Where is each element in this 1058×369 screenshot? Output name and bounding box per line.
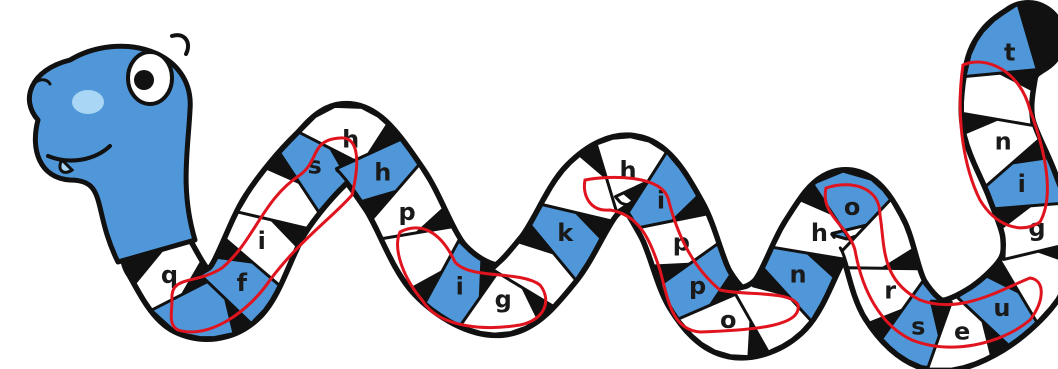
snake-tongue — [58, 157, 75, 174]
segment-letter-12: g — [495, 286, 512, 314]
segment-letter-20: o — [720, 306, 737, 334]
snake-segment-35 — [963, 2, 1042, 79]
segment-letter-9: p — [399, 198, 416, 226]
circle-hippo — [582, 175, 800, 334]
snake-segment-17 — [623, 150, 700, 248]
segment-letter-29: u — [993, 294, 1010, 322]
circle-horse — [823, 183, 1043, 349]
nostril — [34, 78, 52, 86]
answer-circles — [169, 60, 1049, 349]
segment-letter-23: h — [811, 219, 828, 247]
circle-fish — [169, 136, 359, 334]
segment-letter-11: i — [456, 273, 464, 301]
snake-segment-13 — [491, 236, 589, 308]
snake-mouth — [46, 144, 112, 163]
segment-letter-8: h — [374, 158, 391, 186]
snake-pupil — [134, 70, 154, 90]
snake-head — [26, 33, 198, 265]
circle-pig — [396, 226, 548, 329]
segment-letter-4: i — [258, 227, 266, 255]
segment-letter-27: s — [911, 313, 925, 341]
segment-letter-28: e — [954, 318, 970, 346]
segment-letter-14: k — [557, 219, 574, 247]
segment-letter-6: s — [308, 151, 322, 179]
snake-segment-15 — [540, 153, 635, 226]
eyebrow — [170, 33, 191, 56]
snake-segment-19 — [658, 242, 735, 336]
segment-letter-32: i — [1018, 170, 1026, 198]
segment-letter-3: f — [237, 269, 248, 297]
segment-letter-26: r — [884, 276, 896, 304]
snake-segment-1 — [130, 226, 207, 327]
segment-letter-33: n — [995, 128, 1012, 156]
segment-letter-19: p — [689, 272, 706, 300]
segment-letter-1: q — [161, 261, 178, 289]
segment-letter-16: h — [620, 157, 637, 185]
snake-segment-9 — [368, 163, 446, 259]
cheek-highlight — [72, 90, 104, 114]
segment-letter-22: n — [790, 260, 807, 288]
circle-gnu — [958, 60, 1049, 230]
segment-letter-17: i — [657, 187, 665, 215]
segment-letter-24: o — [844, 193, 861, 221]
segment-letter-35: t — [1004, 38, 1015, 66]
snake-segment-29 — [955, 271, 1053, 347]
